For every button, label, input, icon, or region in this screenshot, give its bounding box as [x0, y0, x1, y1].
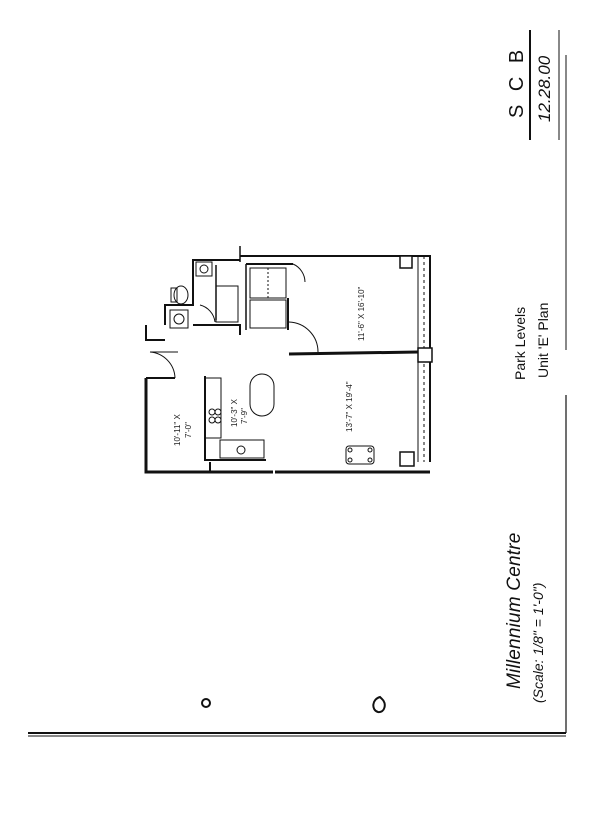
room-dimension-living: 13'-7" X 19'-4" — [345, 381, 354, 432]
room-dimension-kitchen-line2: 7'-9" — [240, 408, 249, 424]
title-block-frame — [28, 30, 567, 737]
designer-initials: S C B — [506, 45, 528, 118]
door-swings — [149, 263, 319, 379]
room-dimension-foyer-line2: 7'-0" — [184, 422, 193, 438]
closets — [249, 267, 287, 329]
columns — [399, 255, 433, 467]
table-furniture — [345, 445, 375, 465]
exterior-walls — [144, 246, 431, 474]
interior-walls — [193, 263, 419, 472]
kitchen-fixtures — [204, 373, 275, 459]
plan-levels: Park Levels — [512, 306, 528, 380]
plan-scale: (Scale: 1/8" = 1'-0") — [530, 582, 546, 703]
plan-date: 12.28.00 — [535, 55, 554, 122]
room-dimension-foyer-line1: 10'-11" X — [173, 414, 182, 446]
room-dimension-bedroom: 11'-6" X 16'-10" — [357, 286, 366, 341]
unit-plan-title: Unit 'E' Plan — [535, 302, 551, 378]
room-dimension-kitchen-line1: 10'-3" X — [230, 399, 239, 427]
binder-hole-marks — [201, 695, 386, 714]
bathroom-fixtures — [169, 261, 239, 329]
project-name: Millennium Centre — [504, 532, 525, 689]
